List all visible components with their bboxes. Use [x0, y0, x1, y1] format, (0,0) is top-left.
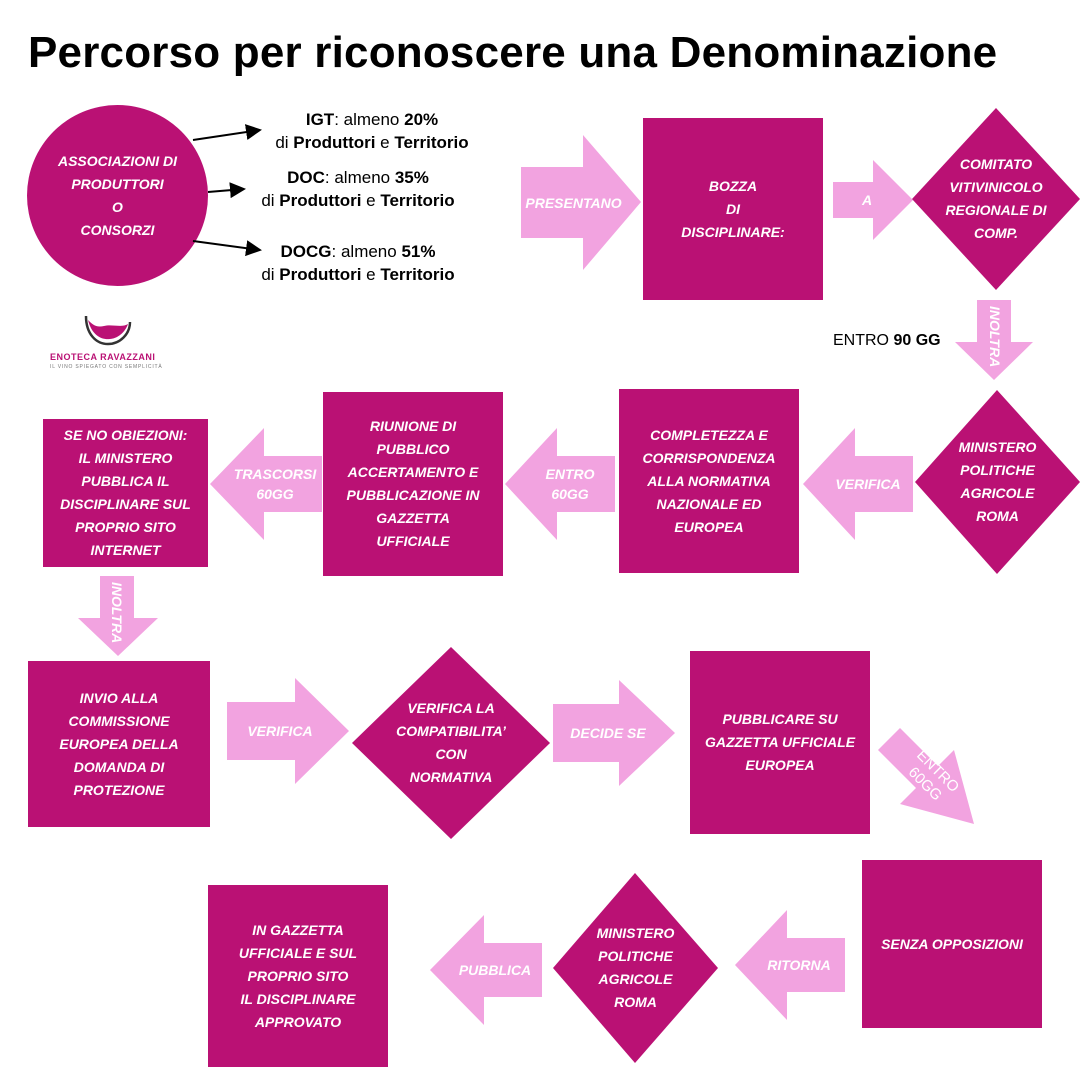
node-pubblicare-gazzetta-europea: PUBBLICARE SU GAZZETTA UFFICIALE EUROPEA [690, 651, 870, 834]
node-ministero-politiche-agricole-2: MINISTERO POLITICHE AGRICOLE ROMA [553, 873, 718, 1063]
arrow-presentano-label: PRESENTANO [525, 194, 622, 211]
arrow-entro-60gg-1: ENTRO 60GG [505, 428, 615, 540]
arrow-entro-60gg-1-label: ENTRO 60GG [545, 466, 595, 502]
node-comitato-vitivinicolo: COMITATO VITIVINICOLO REGIONALE DI COMP. [912, 108, 1080, 290]
arrow-presentano: PRESENTANO [521, 135, 641, 270]
brand-name: ENOTECA RAVAZZANI [50, 352, 156, 362]
node-se-no-obiezioni: SE NO OBIEZIONI: IL MINISTERO PUBBLICA I… [43, 419, 208, 567]
arrow-decide-se: DECIDE SE [553, 680, 675, 786]
start-circle-associazioni: ASSOCIAZIONI DI PRODUTTORI O CONSORZI [27, 105, 208, 286]
arrow-verifica-2: VERIFICA [227, 678, 349, 784]
entro-90-gg-label: ENTRO 90 GG [833, 332, 941, 349]
arrow-inoltra-2: INOLTRA [78, 576, 158, 656]
node-senza-opposizioni: SENZA OPPOSIZIONI [862, 860, 1042, 1028]
arrow-pubblica: PUBBLICA [430, 915, 542, 1025]
node-invio-commissione-europea: INVIO ALLA COMMISSIONE EUROPEA DELLA DOM… [28, 661, 210, 827]
arrow-a-label: A [861, 192, 873, 208]
page-title: Percorso per riconoscere una Denominazio… [28, 28, 998, 77]
arrow-verifica-2-label: VERIFICA [247, 723, 313, 739]
wine-glass-logo-icon [84, 315, 132, 346]
start-circle-label: ASSOCIAZIONI DI PRODUTTORI O CONSORZI [57, 152, 177, 238]
arrow-trascorsi-60gg-label: TRASCORSI 60GG [233, 466, 317, 502]
node-completezza-corrispondenza: COMPLETEZZA E CORRISPONDENZA ALLA NORMAT… [619, 389, 799, 573]
arrow-verifica-1-label: VERIFICA [835, 476, 901, 492]
arrow-a: A [833, 160, 913, 240]
requirement-docg: DOCG: almeno 51% di Produttori e Territo… [261, 242, 455, 284]
arrow-inoltra-1-label: INOLTRA [987, 306, 1003, 368]
arrow-trascorsi-60gg: TRASCORSI 60GG [210, 428, 322, 540]
connector-igt [192, 124, 262, 141]
arrow-ritorna: RITORNA [735, 910, 845, 1020]
arrow-inoltra-1: INOLTRA [953, 300, 1033, 380]
node-bozza-disciplinare: BOZZA DI DISCIPLINARE: [643, 118, 823, 300]
requirement-doc: DOC: almeno 35% di Produttori e Territor… [261, 168, 455, 210]
arrow-decide-se-label: DECIDE SE [570, 725, 646, 741]
arrow-entro-60gg-2: ENTRO 60GG [870, 728, 980, 838]
node-ministero-politiche-agricole-1: MINISTERO POLITICHE AGRICOLE ROMA [915, 390, 1080, 574]
arrow-ritorna-label: RITORNA [767, 957, 831, 973]
requirement-igt: IGT: almeno 20% di Produttori e Territor… [275, 110, 469, 152]
brand-tagline: IL VINO SPIEGATO CON SEMPLICITÀ [50, 364, 163, 370]
arrow-pubblica-label: PUBBLICA [458, 962, 532, 978]
node-riunione-pubblico-accertamento: RIUNIONE DI PUBBLICO ACCERTAMENTO E PUBB… [323, 392, 503, 576]
arrow-inoltra-2-label: INOLTRA [109, 582, 125, 644]
arrow-verifica-1: VERIFICA [803, 428, 913, 540]
node-verifica-compatibilita: VERIFICA LA COMPATIBILITA’ CON NORMATIVA [352, 647, 550, 839]
node-in-gazzetta-ufficiale: IN GAZZETTA UFFICIALE E SUL PROPRIO SITO… [208, 885, 388, 1067]
